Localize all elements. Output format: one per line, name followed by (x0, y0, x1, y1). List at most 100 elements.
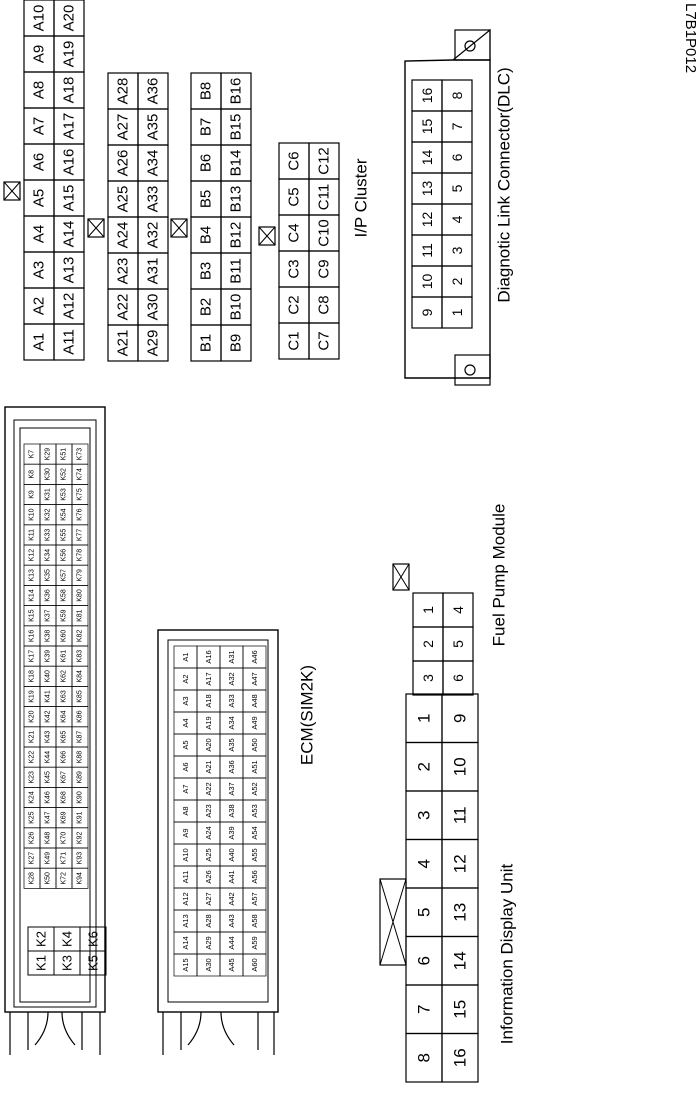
pin-label: 2 (449, 277, 465, 285)
pin-label: A39 (227, 826, 236, 839)
pin-label: 7 (415, 1005, 434, 1014)
pin-label: K24 (29, 791, 36, 804)
pin-label: A35 (227, 738, 236, 751)
figure-code: L7B1P012 (682, 3, 699, 73)
pin-label: C1 (286, 331, 303, 350)
pin-label: K44 (45, 751, 52, 764)
pin-label: A59 (250, 936, 259, 949)
pin-label: A23 (204, 804, 213, 817)
pin-label: A1 (181, 652, 190, 661)
pin-label: C6 (286, 151, 303, 170)
pin-grids: A10A9A8A7A6A5A4A3A2A1A20A19A18A17A16A15A… (23, 0, 479, 1083)
pin-label: A49 (250, 716, 259, 729)
pin-label: A33 (145, 186, 162, 213)
pin-label: K67 (61, 771, 68, 784)
pin-label: A54 (250, 826, 259, 839)
pin-label: A7 (31, 117, 48, 135)
pin-label: K87 (77, 731, 84, 744)
pin-label: A32 (227, 672, 236, 685)
pin-label: K42 (45, 710, 52, 723)
pin-cell (79, 926, 107, 952)
pin-label: K11 (29, 529, 36, 541)
pin-label: K66 (61, 751, 68, 764)
pin-label: A55 (250, 848, 259, 861)
pin-label: K27 (29, 852, 36, 865)
pin-label: A60 (250, 958, 259, 971)
pin-label: A5 (181, 740, 190, 749)
pin-label: K92 (77, 832, 84, 845)
pin-label: A21 (115, 330, 132, 357)
pin-label: A17 (61, 113, 78, 140)
pin-label: K71 (61, 852, 68, 865)
pin-label: A9 (181, 828, 190, 837)
pin-label: A28 (204, 914, 213, 927)
pin-label: 11 (451, 806, 470, 824)
pin-label: 9 (451, 714, 470, 723)
pin-label: K90 (77, 791, 84, 804)
pin-label: A27 (115, 114, 132, 141)
pin-label: 4 (449, 215, 465, 223)
pin-label: A13 (181, 914, 190, 927)
pin-label: A19 (204, 716, 213, 729)
pin-label: C7 (316, 331, 333, 350)
pin-label: K22 (29, 751, 36, 764)
pin-label: B15 (228, 114, 245, 141)
pin-label: A46 (250, 650, 259, 663)
pin-label: K16 (29, 630, 36, 643)
pin-label: K91 (77, 811, 84, 824)
pin-label: K10 (29, 508, 36, 521)
pin-cell (220, 324, 252, 362)
pin-label: A58 (250, 914, 259, 927)
pin-label: A31 (227, 650, 236, 663)
pin-label: K55 (61, 529, 68, 542)
ip-connector-a: A10A9A8A7A6A5A4A3A2A1A20A19A18A17A16A15A… (23, 0, 85, 361)
pin-label: K84 (77, 670, 84, 683)
pin-label: K93 (77, 852, 84, 865)
pin-label: A30 (145, 294, 162, 321)
pin-label: A53 (250, 804, 259, 817)
fuel-pump-key (392, 563, 410, 591)
pin-label: A7 (181, 784, 190, 793)
pin-label: K53 (61, 488, 68, 501)
idu-title: Information Display Unit (497, 863, 516, 1044)
pin-label: B11 (228, 258, 245, 284)
pin-label: B13 (228, 186, 245, 213)
dlc-title: Diagnotic Link Connector(DLC) (494, 67, 513, 302)
pin-label: A12 (181, 892, 190, 905)
pin-label: C10 (316, 219, 333, 247)
pin-label: A32 (145, 222, 162, 249)
pin-label: A18 (61, 77, 78, 104)
pin-label: A11 (61, 329, 78, 355)
pin-label: K83 (77, 650, 84, 663)
pin-label: K9 (29, 490, 36, 499)
pin-label: K76 (77, 508, 84, 521)
idu-key (379, 878, 407, 966)
pin-label: 13 (419, 181, 435, 197)
pin-label: A5 (31, 189, 48, 207)
pin-label: 14 (419, 150, 435, 166)
pin-label: 11 (419, 243, 435, 258)
pin-label: 9 (419, 308, 435, 316)
pin-label: 15 (451, 1000, 470, 1019)
pin-label: B10 (228, 294, 245, 321)
pin-label: K45 (45, 771, 52, 784)
pin-label: A37 (227, 782, 236, 795)
pin-label: A45 (227, 958, 236, 971)
pin-label: A29 (145, 330, 162, 357)
pin-label: A22 (115, 294, 132, 321)
pin-label: K12 (29, 549, 36, 562)
pin-label: K59 (61, 609, 68, 622)
pin-label: 1 (449, 308, 465, 316)
ecm-k-main: K7K8K9K10K11K12K13K14K15K16K17K18K19K20K… (23, 443, 89, 889)
pin-label: A38 (227, 804, 236, 817)
pin-label: K29 (45, 448, 52, 461)
pin-label: A4 (181, 718, 190, 727)
pin-label: A12 (61, 293, 78, 320)
pin-label: A44 (227, 936, 236, 949)
pin-label: A24 (115, 222, 132, 249)
